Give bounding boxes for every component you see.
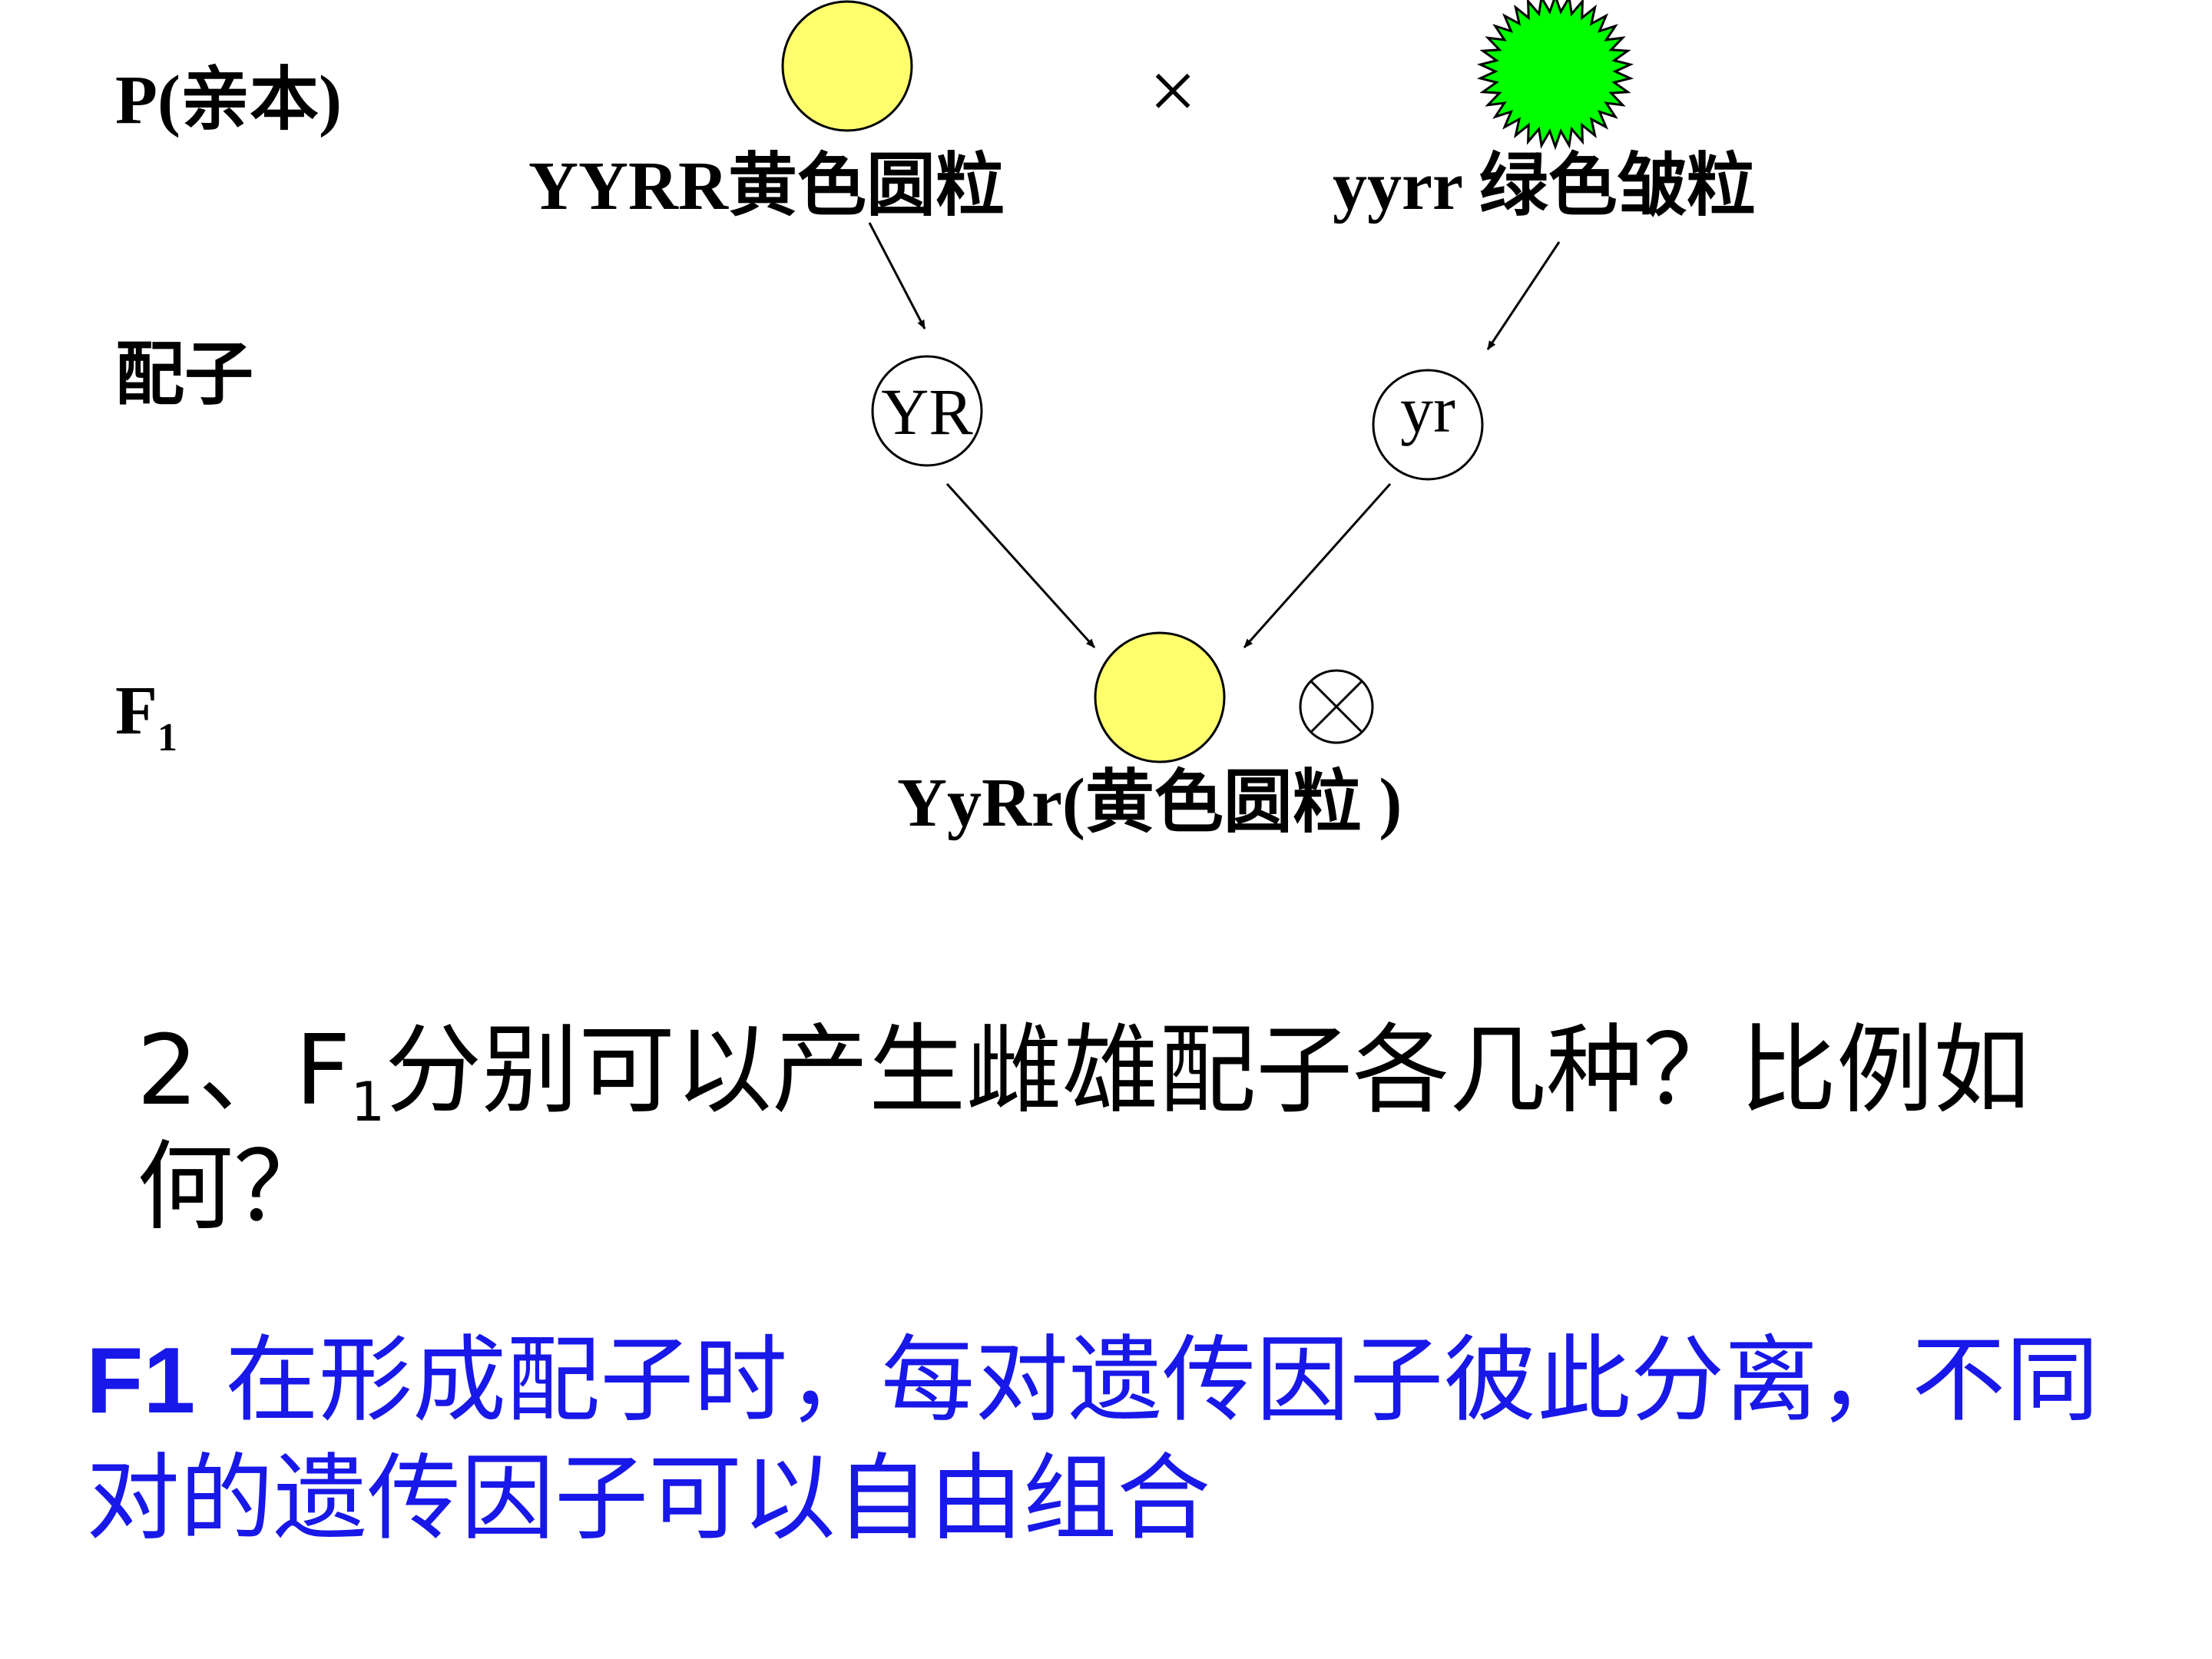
circled-times-self-cross-icon (1299, 669, 1374, 744)
arrow-parent-right-to-gamete (1486, 241, 1561, 350)
f1-row-label-sub: 1 (157, 716, 177, 760)
answer-lead: F1 (86, 1328, 196, 1432)
arrow-gamete-right-to-f1 (1243, 483, 1392, 648)
question-rest: 分别可以产生雌雄配子各几种？比例如何？ (137, 1014, 2031, 1243)
gamete-right-circle (1372, 369, 1484, 481)
parent-right-label: yyrr 绿色皱粒 (1333, 148, 1756, 224)
arrow-gamete-left-to-f1 (945, 482, 1096, 649)
yellow-round-seed-icon (781, 0, 913, 132)
parent-row-label: P(亲本) (115, 62, 342, 138)
gamete-row-label: 配子 (115, 337, 253, 413)
green-wrinkled-seed-icon (1476, 0, 1634, 151)
gamete-left-label: YR (881, 375, 973, 449)
question-text: 2、F1分别可以产生雌雄配子各几种？比例如何？ (137, 1012, 2118, 1246)
question-subscript: 1 (350, 1071, 386, 1134)
answer-body: 在形成配子时，每对遗传因子彼此分离，不同对的遗传因子可以自由组合 (86, 1326, 2100, 1553)
question-prefix: 2、F (137, 1014, 351, 1127)
parent-left-label: YYRR黄色圆粒 (528, 148, 1005, 224)
f1-row-label-main: F (115, 673, 157, 749)
gamete-left-circle (871, 355, 983, 467)
arrow-parent-left-to-gamete (868, 222, 926, 329)
multiply-cross-icon: × (1149, 44, 1197, 137)
f1-yellow-round-seed-icon (1094, 631, 1226, 763)
gamete-right-label: yr (1400, 373, 1455, 446)
f1-row-label: F1 (115, 673, 177, 760)
offspring-label: YyRr(黄色圆粒 ) (897, 765, 1402, 841)
answer-text: F1 在形成配子时，每对遗传因子彼此分离，不同对的遗传因子可以自由组合 (86, 1321, 2160, 1558)
